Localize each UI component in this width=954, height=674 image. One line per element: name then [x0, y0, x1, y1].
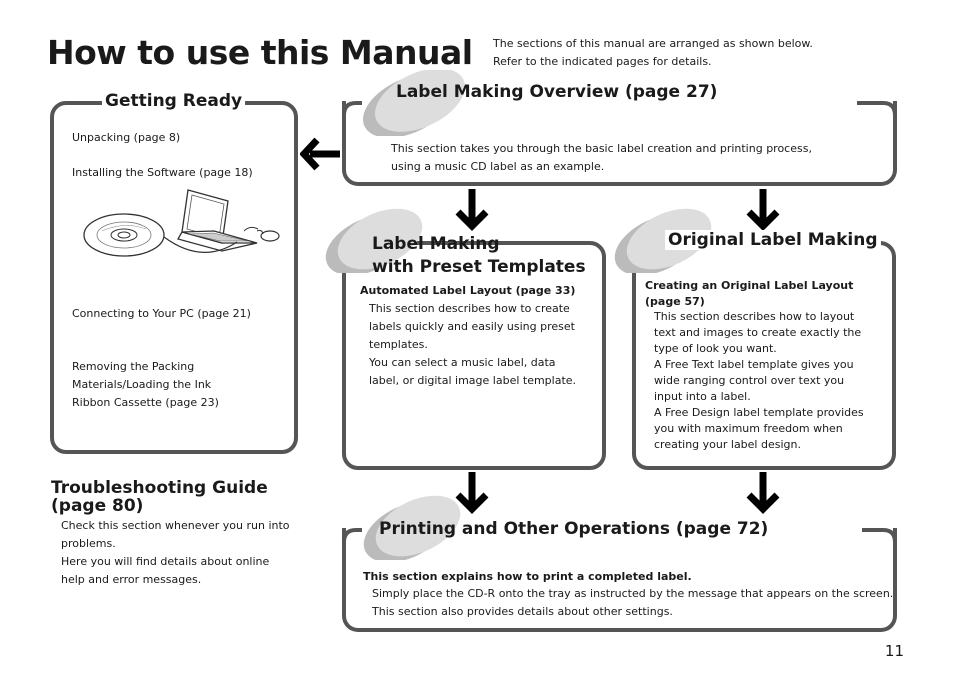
getting-ready-box: Unpacking (page 8) Installing the Softwa… [50, 101, 298, 454]
page-title: How to use this Manual [47, 33, 473, 72]
arrow-left-icon [300, 137, 340, 171]
original-subheading: Creating an Original Label Layout (page … [645, 279, 854, 308]
overview-disc-decoration [363, 70, 465, 136]
overview-text: This section takes you through the basic… [391, 142, 812, 173]
troubleshooting-text: Check this section whenever you run into… [61, 519, 290, 586]
troubleshooting-heading: Troubleshooting Guide (page 80) [51, 478, 268, 516]
arrow-down-icon [455, 189, 489, 231]
original-heading: Original Label Making [665, 230, 881, 250]
page-number: 11 [884, 642, 904, 660]
arrow-down-icon [455, 472, 489, 514]
preset-templates-box [342, 241, 606, 470]
printing-text: Simply place the CD-R onto the tray as i… [372, 587, 894, 618]
printing-disc-decoration [363, 495, 461, 560]
printing-heading: Printing and Other Operations (page 72) [379, 519, 769, 539]
removing-item-line3: Ribbon Cassette (page 23) [72, 396, 219, 409]
getting-ready-heading: Getting Ready [102, 91, 246, 111]
preset-subheading: Automated Label Layout (page 33) [360, 284, 576, 297]
cd-disc-icon [83, 213, 165, 257]
preset-text: This section describes how to create lab… [369, 302, 577, 387]
arrow-down-icon [746, 472, 780, 514]
overview-box-top [342, 101, 897, 121]
intro-text: The sections of this manual are arranged… [493, 37, 813, 68]
preset-disc-decoration [325, 208, 423, 273]
original-text: This section describes how to layout tex… [654, 310, 864, 451]
printing-box-top [342, 528, 897, 548]
unpacking-item: Unpacking (page 8) [72, 131, 181, 144]
overview-heading: Label Making Overview (page 27) [396, 82, 718, 102]
laptop-icon [177, 189, 258, 252]
printing-subheading: This section explains how to print a com… [363, 570, 692, 583]
installing-item: Installing the Software (page 18) [72, 166, 253, 179]
removing-item-line1: Removing the Packing [72, 360, 195, 373]
cd-laptop-illustration [83, 189, 280, 257]
connecting-item: Connecting to Your PC (page 21) [72, 307, 251, 320]
removing-item-line2: Materials/Loading the Ink [72, 378, 212, 391]
preset-heading: Label Making with Preset Templates [372, 234, 586, 277]
mouse-icon [256, 229, 280, 242]
arrow-down-icon [746, 189, 780, 231]
